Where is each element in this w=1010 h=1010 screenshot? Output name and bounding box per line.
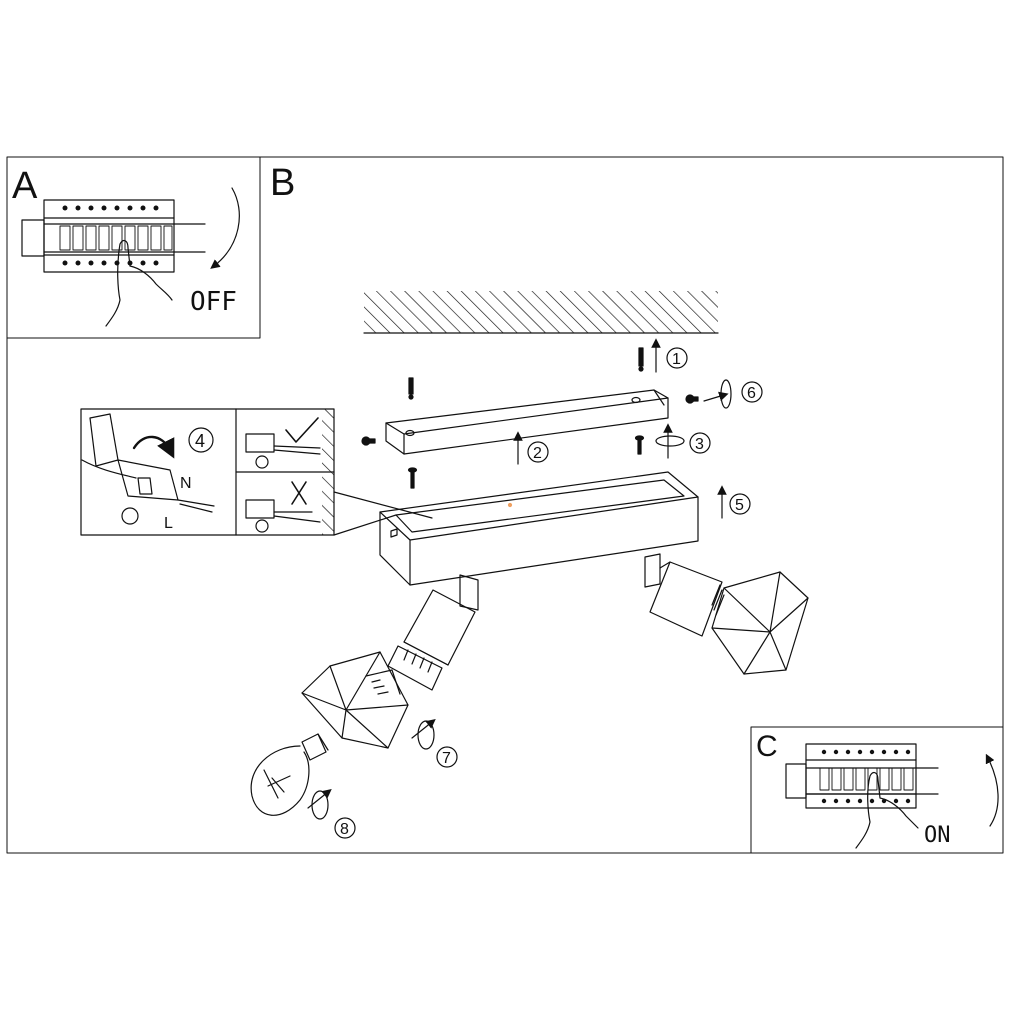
- mounting-bracket: [385, 389, 669, 455]
- panel-b-letter: B: [270, 162, 295, 204]
- wire-label-neutral: N: [180, 475, 192, 492]
- left-spotlight: [387, 574, 479, 691]
- connector-correct: [245, 433, 321, 469]
- breaker-panel-c: [785, 743, 939, 809]
- step-number: 6: [747, 385, 756, 402]
- panel-c: C ON: [750, 726, 1004, 854]
- screw-icon: [407, 467, 418, 489]
- panel-c-letter: C: [756, 730, 778, 763]
- step-number: 4: [195, 431, 205, 451]
- nut-icon: [361, 436, 376, 446]
- callout-line: [333, 514, 397, 536]
- panel-a: A OFF: [6, 156, 261, 339]
- connector-incorrect: [245, 499, 321, 533]
- step-arrow-7: [411, 719, 436, 750]
- wiring-inset: N L: [80, 408, 335, 536]
- step-label-6: 6: [741, 381, 763, 403]
- breaker-panel-a: [21, 199, 206, 273]
- step-label-5: 5: [729, 493, 751, 515]
- step-number: 2: [533, 445, 542, 462]
- step-arrow-6: [703, 379, 732, 409]
- terminal-ring: [121, 507, 139, 525]
- step-label-2: 2: [527, 441, 549, 463]
- wall-plug-icon: [408, 377, 414, 400]
- step-label-8: 8: [334, 817, 356, 839]
- step-label-7: 7: [436, 746, 458, 768]
- step-number: 3: [695, 436, 704, 453]
- panel-c-border: [750, 726, 1004, 854]
- right-spotlight: [644, 553, 725, 637]
- outer-frame: [6, 156, 1004, 854]
- step-label-1: 1: [666, 347, 688, 369]
- step-number: 7: [442, 750, 451, 767]
- panel-c-status: ON: [924, 823, 951, 848]
- rotate-arrow-icon: [985, 753, 999, 827]
- wire-label-live: L: [164, 515, 173, 532]
- lamp-base: [379, 471, 699, 586]
- step-label-3: 3: [689, 432, 711, 454]
- step-number: 8: [340, 821, 349, 838]
- hand-icon: [855, 771, 919, 849]
- wall-plug-icon: [638, 347, 644, 372]
- step-arrow-3: [655, 423, 685, 459]
- step-label-4: 4: [188, 427, 214, 453]
- nut-icon: [685, 394, 699, 404]
- callout-line: [333, 491, 433, 519]
- check-icon: [285, 417, 319, 443]
- cross-icon: [291, 481, 307, 505]
- left-shade: [301, 651, 409, 749]
- terminal-block: [89, 413, 179, 501]
- screw-icon: [634, 435, 645, 455]
- panel-a-status: OFF: [190, 287, 237, 317]
- hand-icon: [105, 239, 173, 327]
- right-shade: [711, 571, 809, 675]
- rotate-arrow-icon: [210, 187, 240, 269]
- step-number: 5: [735, 497, 744, 514]
- step-number: 1: [672, 351, 681, 368]
- ceiling: [363, 291, 719, 334]
- step-arrow-8: [307, 789, 332, 820]
- panel-a-letter: A: [12, 165, 38, 207]
- rotate-arrow-icon: [132, 435, 175, 459]
- panel-a-border: [6, 156, 261, 339]
- light-bulb-icon: [250, 733, 329, 816]
